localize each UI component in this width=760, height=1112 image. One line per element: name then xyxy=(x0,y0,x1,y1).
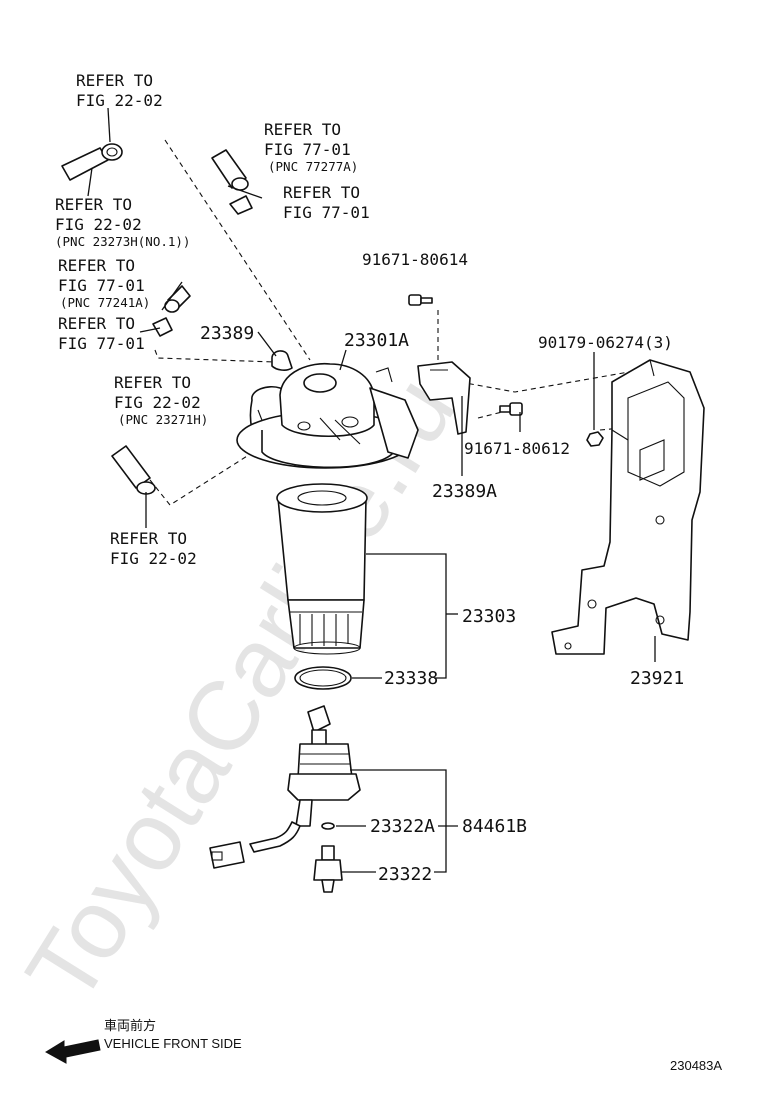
o-ring-23322A xyxy=(321,822,335,830)
fuel-hose-middle-left xyxy=(152,285,191,337)
reference-callout-6: REFER TO FIG 77-01 xyxy=(58,314,145,353)
part-label-23301A: 23301A xyxy=(344,330,409,351)
filter-housing-23301A xyxy=(236,362,419,469)
bolt-91671-80612 xyxy=(499,402,523,416)
reference-callout-7: REFER TO FIG 22-02 (PNC 23271H) xyxy=(114,373,208,427)
fuel-hose-upper-left xyxy=(61,143,123,181)
reference-callout-5: REFER TO FIG 77-01 (PNC 77241A) xyxy=(58,256,150,310)
ref-7-line1: REFER TO xyxy=(114,373,191,392)
o-ring-23338 xyxy=(294,666,352,690)
ref-2-line1: REFER TO xyxy=(55,195,132,214)
ref-5-line2: FIG 77-01 xyxy=(58,276,145,295)
legend-direction-jp: 車両前方 xyxy=(104,1018,156,1033)
nut-90179-06274 xyxy=(586,431,604,447)
ref-3-line2: FIG 77-01 xyxy=(264,140,351,159)
part-label-23338: 23338 xyxy=(384,668,438,689)
clamp-23389 xyxy=(271,350,293,371)
ref-5-line1: REFER TO xyxy=(58,256,135,275)
ref-1-line2: FIG 22-02 xyxy=(76,91,163,110)
fuel-hose-lower-left xyxy=(111,445,156,495)
part-label-23322: 23322 xyxy=(378,864,432,885)
part-label-84461B: 84461B xyxy=(462,816,527,837)
sensor-assembly-84461B xyxy=(209,705,361,869)
drain-plug-23322 xyxy=(313,845,343,893)
reference-callout-4: REFER TO FIG 77-01 xyxy=(283,183,370,222)
front-arrow-icon xyxy=(45,1039,101,1064)
ref-7-note: (PNC 23271H) xyxy=(118,412,208,427)
reference-callout-1: REFER TO FIG 22-02 xyxy=(76,71,163,110)
ref-3-line1: REFER TO xyxy=(264,120,341,139)
ref-4-line1: REFER TO xyxy=(283,183,360,202)
fuel-hose-upper-center xyxy=(211,149,253,215)
ref-3-note: (PNC 77277A) xyxy=(268,159,358,174)
bracket-23389A xyxy=(417,361,471,435)
ref-5-note: (PNC 77241A) xyxy=(60,295,150,310)
part-label-23389: 23389 xyxy=(200,323,254,344)
vehicle-front-legend: 車両前方 VEHICLE FRONT SIDE xyxy=(45,1018,242,1064)
ref-8-line1: REFER TO xyxy=(110,529,187,548)
part-label-23303: 23303 xyxy=(462,606,516,627)
reference-callout-3: REFER TO FIG 77-01 (PNC 77277A) xyxy=(264,120,358,174)
part-label-91671-80612: 91671-80612 xyxy=(464,439,570,458)
figure-id: 230483A xyxy=(670,1058,722,1073)
part-label-91671-80614: 91671-80614 xyxy=(362,250,468,269)
ref-2-line2: FIG 22-02 xyxy=(55,215,142,234)
ref-8-line2: FIG 22-02 xyxy=(110,549,197,568)
part-label-23389A: 23389A xyxy=(432,481,497,502)
ref-6-line1: REFER TO xyxy=(58,314,135,333)
ref-4-line2: FIG 77-01 xyxy=(283,203,370,222)
legend-direction-en: VEHICLE FRONT SIDE xyxy=(104,1036,242,1051)
ref-1-line1: REFER TO xyxy=(76,71,153,90)
part-label-23322A: 23322A xyxy=(370,816,435,837)
part-label-90179-06274: 90179-06274(3) xyxy=(538,333,673,352)
bolt-91671-80614 xyxy=(408,294,433,306)
filter-element-23303 xyxy=(276,483,368,655)
ref-7-line2: FIG 22-02 xyxy=(114,393,201,412)
reference-callout-8: REFER TO FIG 22-02 xyxy=(110,529,197,568)
mounting-bracket-23921 xyxy=(551,359,705,655)
ref-6-line2: FIG 77-01 xyxy=(58,334,145,353)
reference-callout-2: REFER TO FIG 22-02 (PNC 23273H(NO.1)) xyxy=(55,195,190,249)
part-label-23921: 23921 xyxy=(630,668,684,689)
leader-lines xyxy=(87,107,656,873)
ref-2-note: (PNC 23273H(NO.1)) xyxy=(55,234,190,249)
